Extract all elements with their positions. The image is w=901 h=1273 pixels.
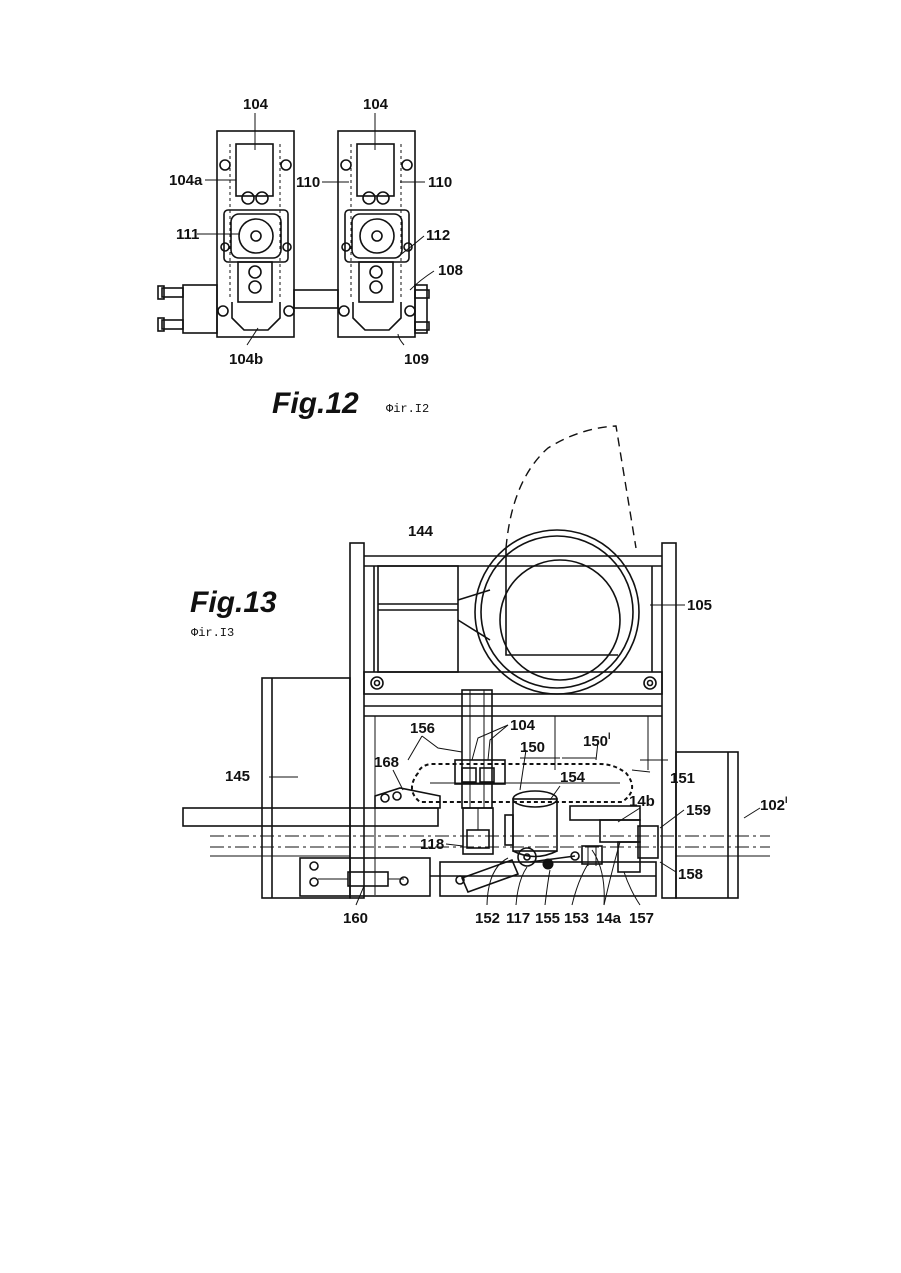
label-157: 157 bbox=[629, 910, 654, 927]
label-102prime-sup: I bbox=[785, 795, 788, 805]
box-144 bbox=[378, 566, 458, 672]
fig13-title: Fig.13 bbox=[190, 586, 277, 619]
label-112: 112 bbox=[426, 227, 450, 244]
label-117: 117 bbox=[506, 910, 530, 927]
label-14a: 14a bbox=[596, 910, 622, 927]
label-150prime-sup: I bbox=[608, 731, 611, 741]
axis-102prime bbox=[210, 836, 770, 856]
label-118: 118 bbox=[420, 836, 444, 853]
label-160: 160 bbox=[343, 910, 368, 927]
label-108: 108 bbox=[438, 262, 463, 279]
chain-loop bbox=[412, 764, 632, 802]
fig13-drawing bbox=[183, 426, 770, 905]
label-102prime-number: 102 bbox=[760, 797, 785, 814]
label-104-right: 104 bbox=[363, 96, 389, 113]
label-150: 150 bbox=[520, 739, 545, 756]
label-155: 155 bbox=[535, 910, 560, 927]
label-104b: 104b bbox=[229, 351, 263, 368]
fig12-right-carriage bbox=[338, 131, 415, 337]
label-144: 144 bbox=[408, 523, 434, 540]
label-156: 156 bbox=[410, 720, 435, 737]
dashed-swing-path bbox=[506, 426, 636, 548]
label-145: 145 bbox=[225, 768, 250, 785]
label-109: 109 bbox=[404, 351, 429, 368]
fig12-labels: 104 104 104a 110 110 111 112 108 104b 10… bbox=[169, 96, 463, 420]
label-14b: 14b bbox=[629, 793, 655, 810]
conveyor-bar bbox=[183, 808, 438, 826]
carriage-104 bbox=[455, 690, 505, 808]
label-102prime: 102I bbox=[760, 795, 788, 814]
label-159: 159 bbox=[686, 802, 711, 819]
housing-145 bbox=[262, 678, 350, 898]
fig13-leader-lines bbox=[269, 605, 760, 905]
fig12-cyrillic-title: Фir.I2 bbox=[386, 402, 429, 416]
part-168 bbox=[375, 788, 440, 808]
label-152: 152 bbox=[475, 910, 500, 927]
label-104: 104 bbox=[510, 717, 536, 734]
reel-105 bbox=[458, 530, 639, 694]
label-150prime: 150I bbox=[583, 731, 611, 750]
fig13-labels: Fig.13 Фir.I3 144 105 104 156 150 150I 1… bbox=[190, 523, 788, 927]
label-111: 111 bbox=[176, 226, 199, 243]
label-154: 154 bbox=[560, 769, 586, 786]
label-158: 158 bbox=[678, 866, 703, 883]
fig13-cyrillic-title: Фir.I3 bbox=[191, 626, 234, 640]
fig12-title: Fig.12 bbox=[272, 387, 359, 420]
label-153: 153 bbox=[564, 910, 589, 927]
label-104-left: 104 bbox=[243, 96, 269, 113]
label-168: 168 bbox=[374, 754, 399, 771]
label-110-right: 110 bbox=[428, 174, 452, 191]
label-104a: 104a bbox=[169, 172, 203, 189]
label-150prime-number: 150 bbox=[583, 733, 608, 750]
fig12-drawing bbox=[158, 113, 434, 345]
label-105: 105 bbox=[687, 597, 712, 614]
label-151: 151 bbox=[670, 770, 695, 787]
label-110-left: 110 bbox=[296, 174, 320, 191]
